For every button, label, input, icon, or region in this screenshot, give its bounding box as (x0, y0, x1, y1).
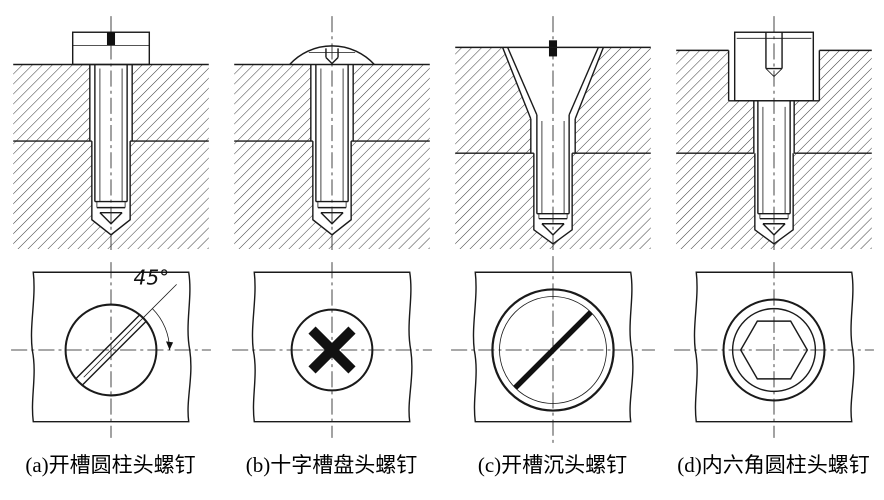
slot (106, 32, 115, 46)
counterbore-circle (722, 298, 825, 402)
column-d: (d)内六角圆柱头螺钉 (663, 2, 884, 479)
head-circle-outer (490, 288, 615, 412)
head-circle-inner (498, 296, 607, 404)
screw-section (71, 31, 150, 225)
caption-d: (d)内六角圆柱头螺钉 (677, 453, 870, 477)
plate-outline (251, 271, 413, 423)
column-b: (b)十字槽盘头螺钉 (221, 2, 442, 479)
plate-lines (454, 46, 651, 245)
section-view-hex-socket-head (675, 16, 872, 250)
plan-view-countersunk-slot (450, 256, 655, 444)
plan-view-slotted-cheese-head: 45° (10, 262, 211, 438)
screw-section (288, 45, 375, 225)
head-circle (290, 308, 373, 392)
plate-lines (12, 63, 209, 236)
slot-lines (75, 314, 146, 386)
plate-outline (30, 271, 192, 423)
screw-types-figure: 45° (a)开槽圆柱头螺钉 (0, 2, 884, 479)
plan-view-cross-recess (231, 262, 432, 438)
column-c: (c)开槽沉头螺钉 (442, 2, 663, 479)
angle-label: 45° (133, 265, 169, 289)
screw-section (733, 31, 814, 236)
cross-recess-mark (307, 326, 356, 374)
slot-line (512, 310, 593, 390)
slot (548, 40, 557, 57)
plate-outline (693, 271, 855, 423)
caption-a: (a)开槽圆柱头螺钉 (25, 453, 196, 477)
plan-view-hex-socket (673, 262, 874, 438)
section-view-pan-head (233, 16, 430, 250)
plate-hatching (233, 64, 430, 249)
plate-hatching (454, 47, 651, 249)
plate-lines (233, 63, 430, 236)
plate-hatching (12, 64, 209, 249)
head-circle (64, 303, 157, 397)
angle-dimension: 45° (82, 265, 177, 378)
socket-bottom (765, 68, 782, 78)
section-view-slotted-cheese-head (12, 16, 209, 250)
plate-lines (675, 49, 872, 245)
hex-socket (739, 320, 808, 380)
cross-recess (324, 56, 339, 65)
caption-c: (c)开槽沉头螺钉 (477, 453, 628, 477)
section-view-countersunk-head (454, 16, 651, 250)
screw-section (506, 40, 599, 236)
arrowhead (165, 341, 173, 350)
caption-b: (b)十字槽盘头螺钉 (245, 453, 418, 477)
plate-outline (472, 271, 634, 423)
column-a: 45° (a)开槽圆柱头螺钉 (0, 2, 221, 479)
plate-hatching (675, 50, 872, 249)
head-circle (731, 307, 816, 393)
